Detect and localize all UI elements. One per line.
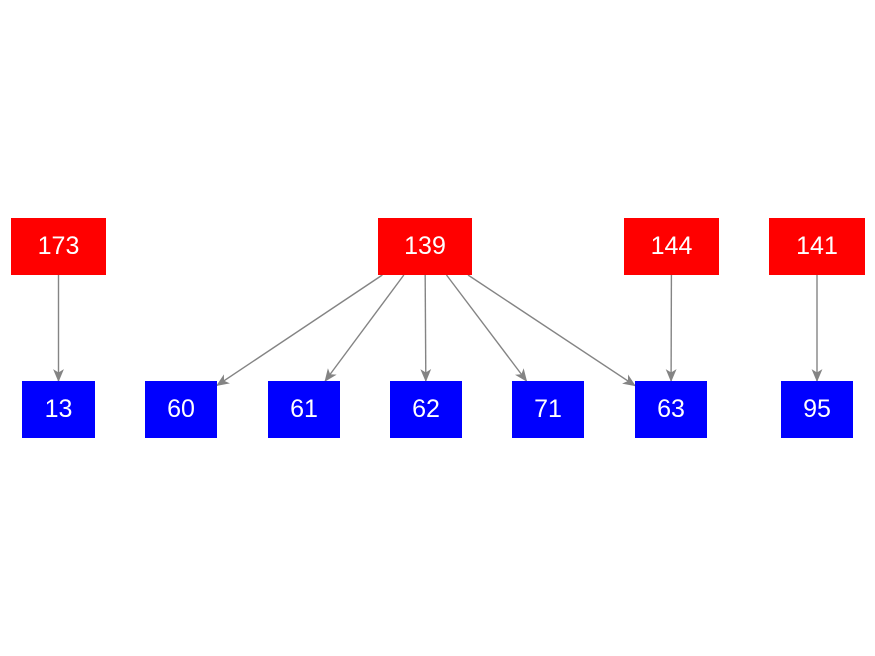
node-label-95: 95 (803, 395, 831, 423)
edge-139-60 (216, 274, 383, 387)
node-label-144: 144 (650, 232, 693, 260)
edge-139-61 (324, 274, 405, 382)
node-label-173: 173 (37, 232, 80, 260)
node-label-141: 141 (796, 232, 838, 260)
node-label-71: 71 (534, 395, 562, 423)
node-13: 13 (22, 381, 95, 438)
node-139: 139 (378, 218, 472, 275)
node-label-139: 139 (404, 232, 446, 260)
edge-139-71 (445, 274, 528, 382)
node-63: 63 (635, 381, 707, 438)
node-95: 95 (781, 381, 853, 438)
node-label-63: 63 (657, 395, 685, 423)
node-label-61: 61 (290, 395, 318, 423)
node-144: 144 (624, 218, 719, 275)
node-62: 62 (390, 381, 462, 438)
node-71: 71 (512, 381, 584, 438)
edge-139-63 (467, 274, 636, 387)
node-60: 60 (145, 381, 217, 438)
node-61: 61 (268, 381, 340, 438)
node-173: 173 (11, 218, 106, 275)
node-label-13: 13 (44, 395, 73, 423)
node-label-62: 62 (412, 395, 440, 423)
node-label-60: 60 (167, 395, 195, 423)
edge-139-62 (420, 274, 432, 383)
node-141: 141 (769, 218, 865, 275)
